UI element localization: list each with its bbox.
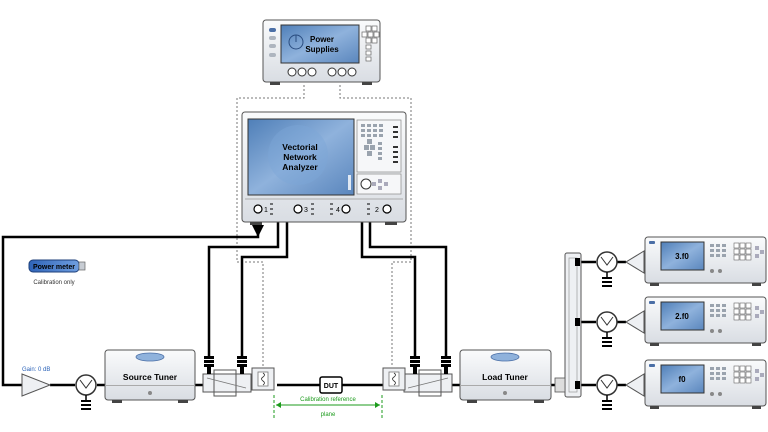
generator-f0: f0 (644, 359, 767, 409)
calibration-label-line1: Calibration reference (300, 397, 356, 403)
power-supplies-keypad (361, 25, 380, 62)
vna-port2-connector (382, 204, 392, 214)
generator-3f0: 3.f0 (644, 236, 767, 286)
port1-arrow (252, 225, 264, 237)
load-tuner: Load Tuner (459, 349, 552, 403)
power-meter-label: Power meter (33, 264, 75, 271)
vna-label-line1: Vectorial (282, 142, 317, 152)
amplifier: Gain: 0 dB (21, 367, 52, 397)
isolator-3f0 (596, 251, 618, 287)
generator-f0-label: f0 (678, 375, 686, 384)
dc-bias-lines (236, 85, 412, 366)
vna-arrow-keys (372, 179, 388, 190)
vna-port1-connector (253, 204, 263, 214)
vna-port4-label: 4 (336, 207, 340, 214)
source-tuner: Source Tuner (104, 349, 196, 403)
vna-button-panel (361, 124, 383, 160)
calibration-reference-plane: Calibration reference plane (273, 395, 383, 418)
vna-label-line3: Analyzer (282, 162, 318, 172)
coupler-source-side (202, 356, 252, 397)
vna-port4-connector (341, 204, 351, 214)
generator-2f0: 2.f0 (644, 296, 767, 346)
power-meter-device: Power meter Calibration only (28, 259, 86, 286)
power-supplies-knobs (287, 67, 357, 77)
power-meter-note: Calibration only (33, 280, 74, 286)
vna-port-ticks (270, 203, 370, 215)
isolator-2f0 (596, 311, 618, 347)
vna-side-indicators (393, 126, 398, 163)
vna-port2-label: 2 (375, 207, 379, 214)
bias-tee-source (251, 367, 275, 391)
generator-2f0-label: 2.f0 (675, 312, 689, 321)
dut: DUT (319, 376, 343, 394)
gain-label: Gain: 0 dB (22, 367, 50, 373)
generator-3f0-label: 3.f0 (675, 252, 689, 261)
calibration-label-line2: plane (321, 412, 336, 418)
vna-port3-label: 3 (304, 207, 308, 214)
vna-port1-label: 1 (264, 207, 268, 214)
coupler-load-side (403, 356, 453, 397)
isolator-f0 (596, 374, 618, 410)
vna-label-line2: Network (283, 152, 317, 162)
bias-tee-load (382, 367, 406, 391)
source-tuner-label: Source Tuner (123, 372, 178, 382)
isolator-left (75, 374, 97, 410)
power-supplies-label-line1: Power (310, 35, 334, 44)
load-tuner-label: Load Tuner (482, 372, 528, 382)
vna-instrument: Vectorial Network Analyzer 1 3 4 2 (241, 111, 407, 225)
dut-label: DUT (324, 383, 339, 390)
triplexer (554, 252, 582, 398)
power-supplies-label-line2: Supplies (305, 45, 339, 54)
vna-port3-connector (293, 204, 303, 214)
power-supplies-instrument: Power Supplies (262, 19, 381, 85)
amplifiers-right (625, 250, 645, 397)
